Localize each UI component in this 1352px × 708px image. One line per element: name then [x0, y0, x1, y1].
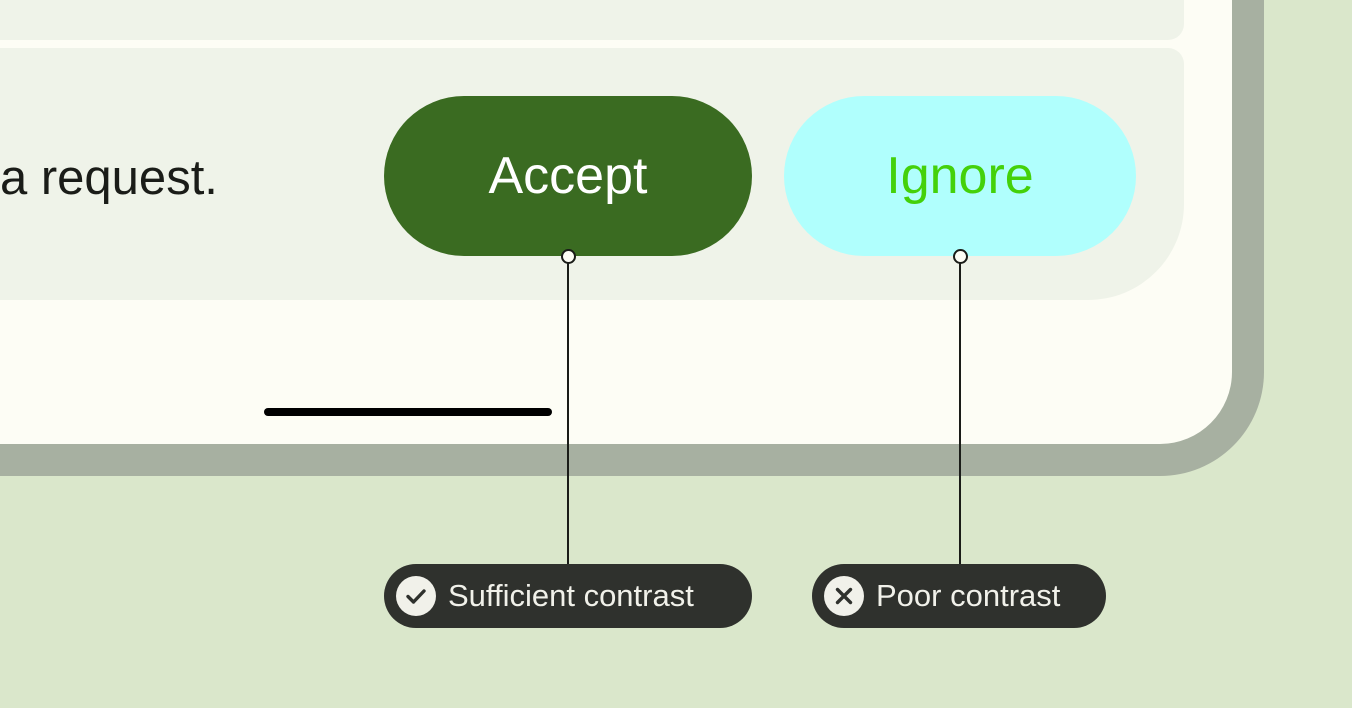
home-indicator[interactable] — [264, 408, 552, 416]
close-icon — [824, 576, 864, 616]
accept-button[interactable]: Accept — [384, 96, 752, 256]
poor-contrast-label: Poor contrast — [876, 578, 1061, 613]
poor-contrast-chip: Poor contrast — [812, 564, 1106, 628]
sufficient-contrast-label: Sufficient contrast — [448, 578, 694, 613]
callout-dot-accept — [561, 249, 576, 264]
ignore-button[interactable]: Ignore — [784, 96, 1136, 256]
request-message: a request. — [0, 151, 218, 205]
callout-dot-ignore — [953, 249, 968, 264]
callout-line-accept — [567, 262, 569, 564]
sufficient-contrast-chip: Sufficient contrast — [384, 564, 752, 628]
callout-line-ignore — [959, 262, 961, 564]
notification-card-previous — [0, 0, 1184, 40]
check-icon — [396, 576, 436, 616]
